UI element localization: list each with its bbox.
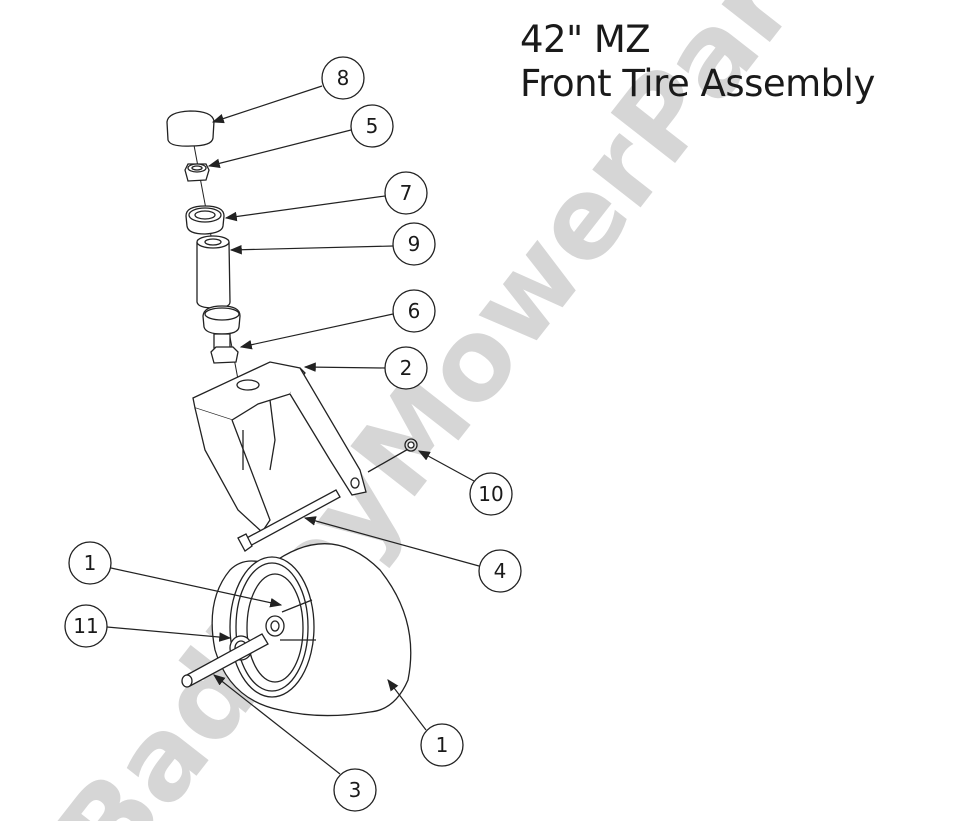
spindle-tube-part bbox=[196, 235, 231, 309]
model-label: 42" MZ bbox=[520, 18, 651, 61]
callout-circle bbox=[350, 104, 394, 148]
callout-number: 1 bbox=[84, 551, 97, 575]
callout-spindle-spacer[interactable]: 9 bbox=[392, 222, 436, 266]
callout-bearing[interactable]: 7 bbox=[384, 171, 428, 215]
leader-6 bbox=[239, 313, 394, 350]
leader-9 bbox=[229, 244, 394, 255]
callout-circle bbox=[68, 541, 112, 585]
callout-number: 1 bbox=[436, 733, 449, 757]
callout-circle bbox=[478, 549, 522, 593]
callout-circle bbox=[384, 171, 428, 215]
leader-1a bbox=[110, 567, 283, 608]
callout-number: 3 bbox=[349, 778, 362, 802]
leader-lines bbox=[106, 85, 480, 775]
tire-wheel-part bbox=[211, 543, 412, 717]
callout-circle bbox=[469, 472, 513, 516]
callout-wheel-hub[interactable]: 1 bbox=[68, 541, 112, 585]
callout-caster-fork[interactable]: 2 bbox=[384, 346, 428, 390]
callout-number: 4 bbox=[494, 559, 507, 583]
callout-circle bbox=[321, 56, 365, 100]
dust-cap-part bbox=[166, 110, 215, 147]
callout-number: 10 bbox=[478, 482, 503, 506]
axle-part bbox=[181, 633, 269, 688]
callout-circle bbox=[384, 346, 428, 390]
leader-3 bbox=[213, 674, 341, 775]
callout-circle bbox=[64, 604, 108, 648]
callout-nut[interactable]: 5 bbox=[350, 104, 394, 148]
callout-circle bbox=[333, 768, 377, 812]
leader-2 bbox=[303, 362, 386, 372]
lower-bearing-part bbox=[202, 305, 241, 364]
callout-number: 6 bbox=[408, 299, 421, 323]
leader-10 bbox=[417, 450, 475, 482]
lock-nut-part bbox=[404, 438, 418, 452]
leader-4 bbox=[303, 516, 480, 567]
leader-5 bbox=[207, 129, 352, 168]
leader-7 bbox=[224, 195, 386, 222]
leader-8 bbox=[211, 85, 323, 124]
leader-11 bbox=[106, 626, 232, 642]
callout-number: 2 bbox=[400, 356, 413, 380]
assembly-label: Front Tire Assembly bbox=[520, 62, 875, 105]
callout-number: 5 bbox=[366, 114, 379, 138]
callout-circle bbox=[392, 289, 436, 333]
callout-number: 11 bbox=[73, 614, 98, 638]
callout-number: 7 bbox=[400, 181, 413, 205]
callout-number: 9 bbox=[408, 232, 421, 256]
callout-bearing-lower[interactable]: 6 bbox=[392, 289, 436, 333]
callout-circle bbox=[420, 723, 464, 767]
bolt-part bbox=[237, 489, 341, 552]
callout-dust-cap[interactable]: 8 bbox=[321, 56, 365, 100]
bearing-part bbox=[185, 205, 225, 235]
callout-axle[interactable]: 3 bbox=[333, 768, 377, 812]
callout-spacer[interactable]: 11 bbox=[64, 604, 108, 648]
callout-tire[interactable]: 1 bbox=[420, 723, 464, 767]
nut-part bbox=[184, 163, 210, 182]
callout-lock-nut[interactable]: 10 bbox=[469, 472, 513, 516]
diagram-title: 42" MZ Front Tire Assembly bbox=[520, 18, 875, 106]
callout-bolt[interactable]: 4 bbox=[478, 549, 522, 593]
caster-fork-part bbox=[192, 361, 411, 533]
callout-number: 8 bbox=[337, 66, 350, 90]
leader-1b bbox=[387, 679, 427, 731]
callout-circle bbox=[392, 222, 436, 266]
